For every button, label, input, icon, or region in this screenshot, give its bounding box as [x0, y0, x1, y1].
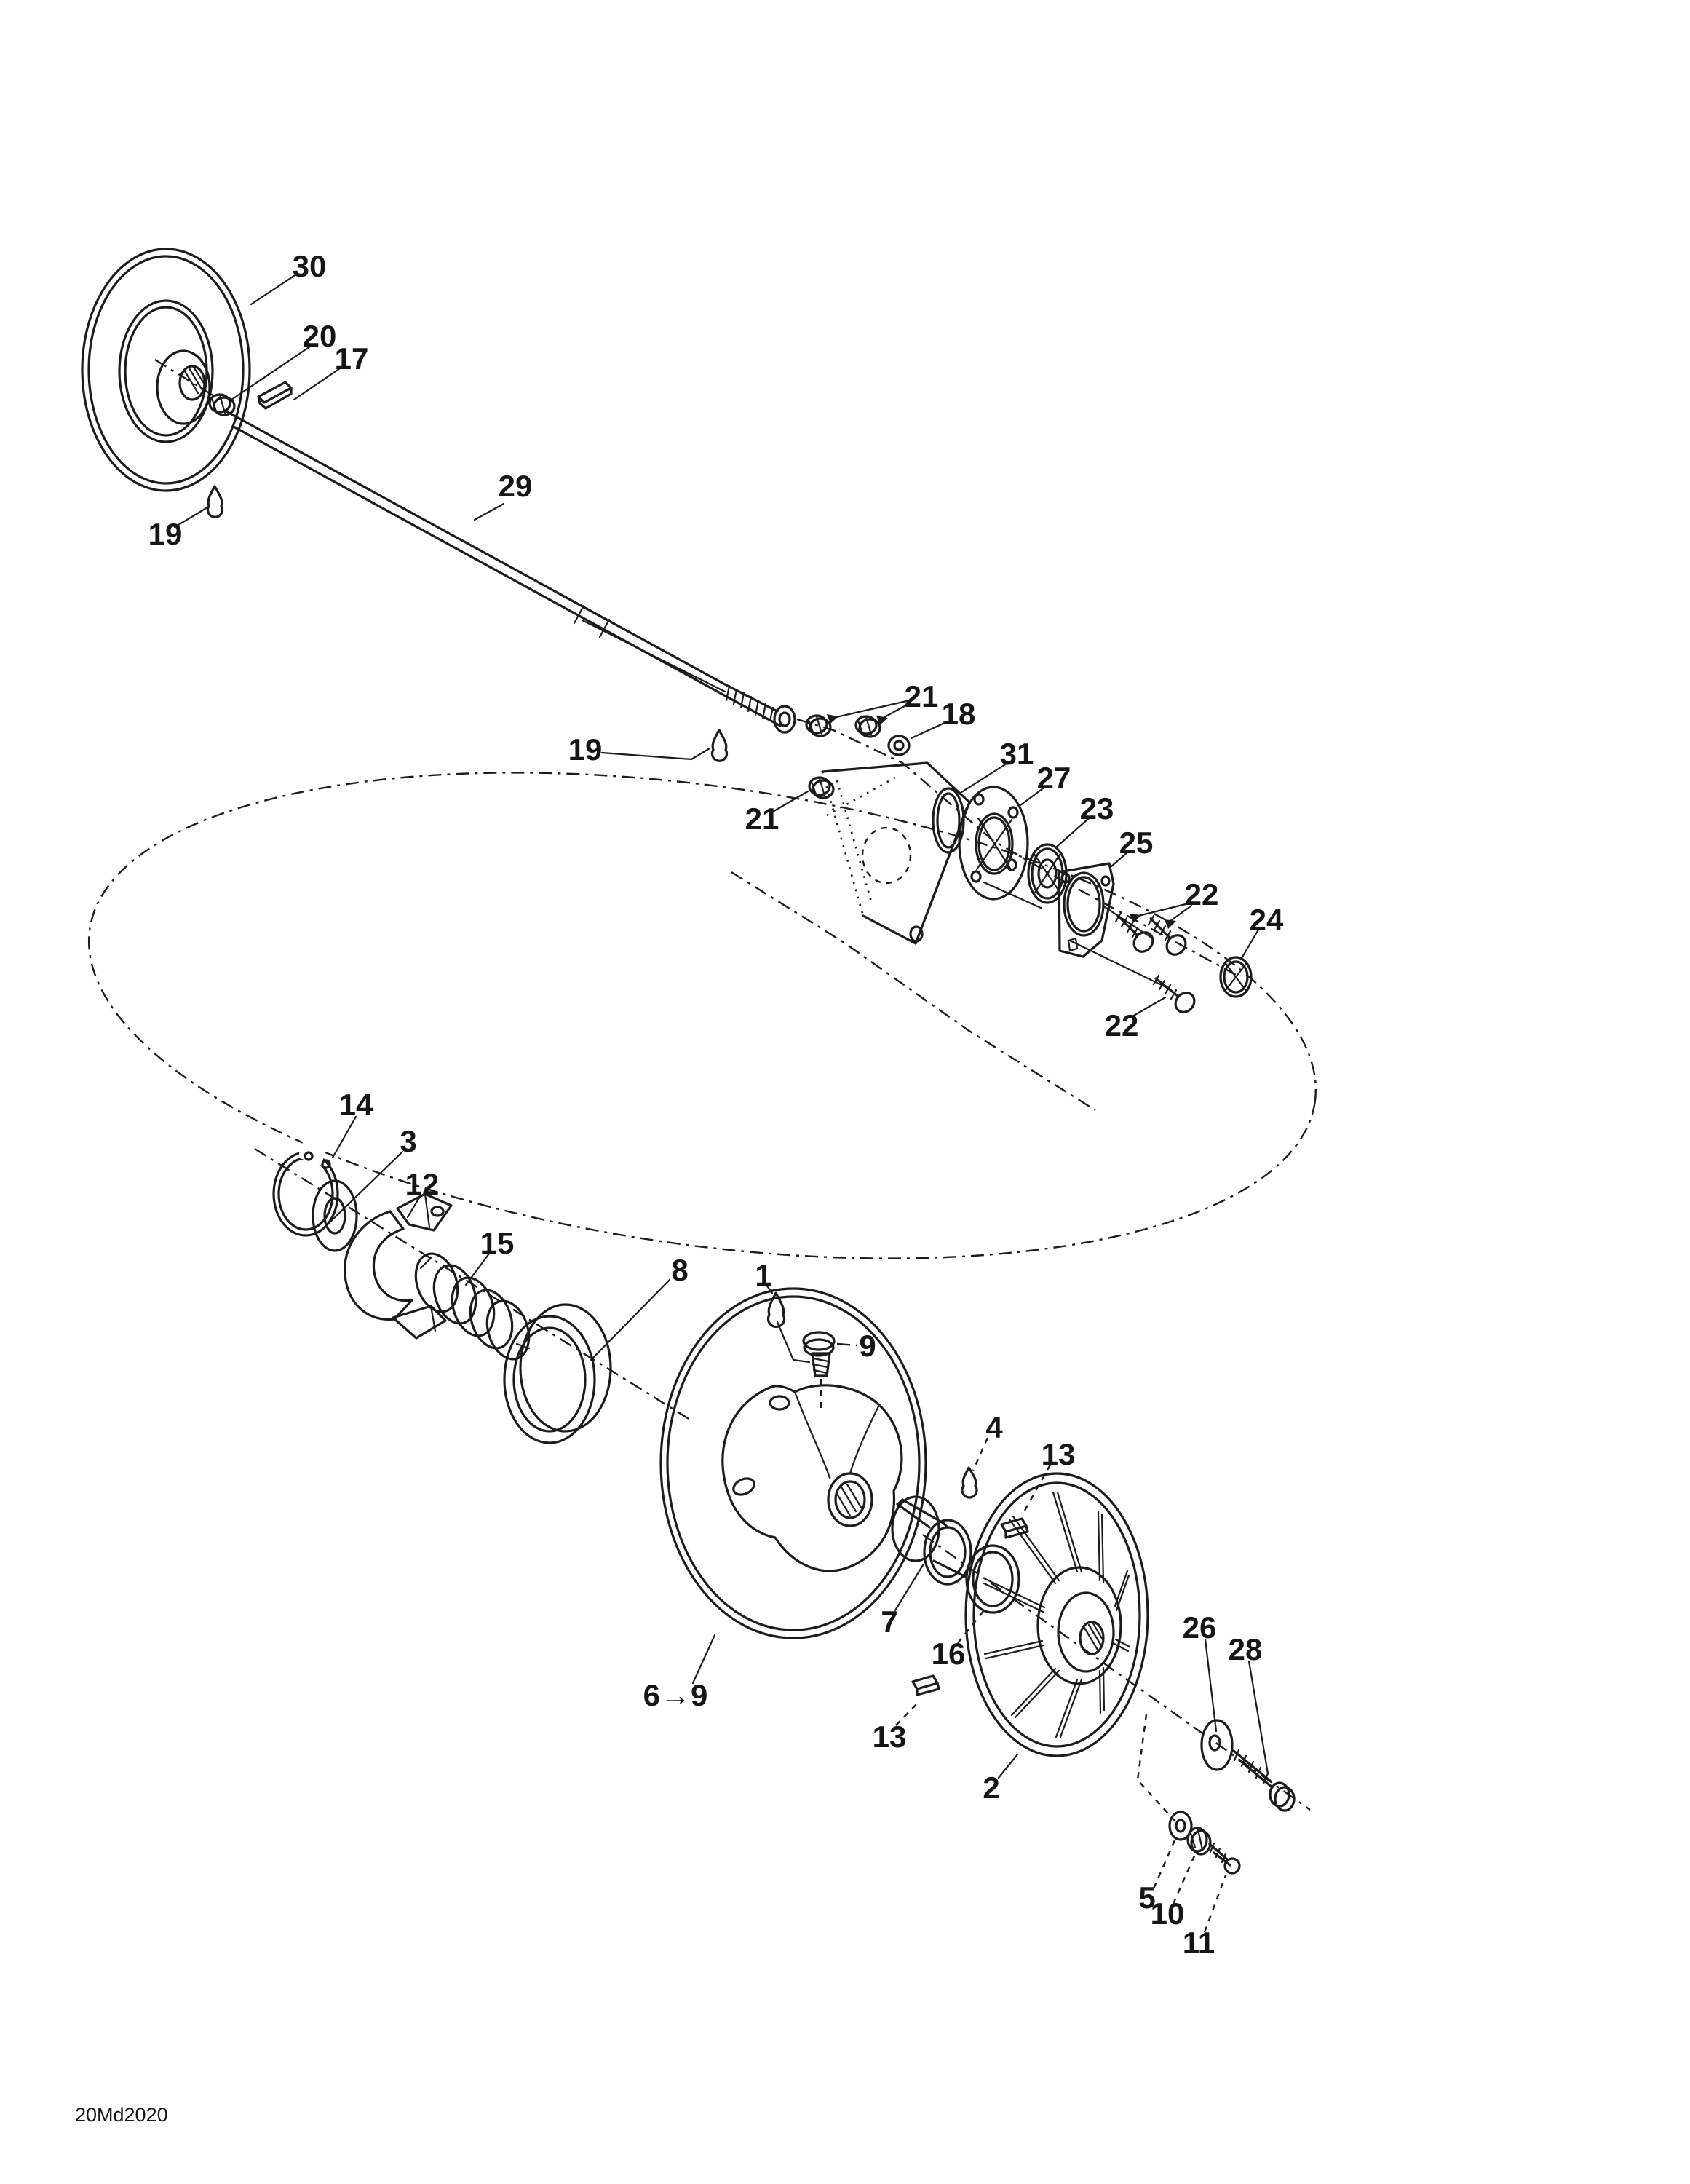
- part-25-retainer-plate: [1058, 862, 1115, 958]
- callout-30: 30: [293, 249, 327, 283]
- part-22-screw-b: [1147, 914, 1187, 956]
- part-30-pulley-half: [81, 248, 251, 492]
- callout-19a: 19: [148, 517, 183, 551]
- callout-8: 8: [671, 1253, 688, 1287]
- callout-21b: 21: [745, 802, 779, 836]
- callout-16: 16: [932, 1637, 966, 1671]
- callout-11: 11: [1183, 1926, 1215, 1960]
- part-8-bushing: [503, 1303, 612, 1444]
- part-9-screw: [802, 1331, 836, 1409]
- callout-13a: 13: [1042, 1437, 1076, 1471]
- callout-28: 28: [1229, 1632, 1263, 1666]
- part-14-snap-ring: [272, 1141, 339, 1237]
- callout-21a: 21: [905, 679, 939, 713]
- callout-22b: 22: [1105, 1008, 1139, 1042]
- document-code: 20Md2020: [75, 2104, 168, 2126]
- part-17-key: [257, 381, 293, 410]
- part-4-lubricant-drop: [961, 1466, 978, 1499]
- part-24-cap: [1219, 956, 1253, 998]
- callout-12: 12: [405, 1167, 440, 1201]
- part-22-screw-c: [1152, 974, 1196, 1013]
- callout-19b: 19: [568, 732, 603, 767]
- part-20-nut: [208, 393, 236, 416]
- callout-20: 20: [303, 319, 337, 353]
- callout-labels: 30 20 17 19 29 19 21 18 21 31 27 23 25 2…: [148, 249, 1284, 1960]
- part-10-nut: [1186, 1827, 1212, 1856]
- part-29-shaft: [223, 409, 796, 734]
- part-18-washer: [887, 735, 911, 756]
- part-11-screw: [1208, 1842, 1241, 1875]
- callout-13b: 13: [873, 1720, 907, 1754]
- callout-5: 5: [1138, 1880, 1155, 1915]
- part-15-spring: [414, 1252, 531, 1361]
- belt-outline: [87, 772, 1317, 1259]
- part-13-key-lower: [911, 1674, 940, 1696]
- callout-27: 27: [1037, 761, 1071, 795]
- leader-lines: [173, 273, 1269, 1933]
- part-22-screw-a: [1114, 911, 1154, 953]
- callout-14: 14: [339, 1088, 373, 1122]
- part-3-washer: [312, 1179, 358, 1252]
- callout-31: 31: [1000, 737, 1034, 771]
- part-26-washer: [1200, 1719, 1234, 1771]
- callout-24: 24: [1250, 903, 1284, 937]
- callout-22a: 22: [1185, 877, 1219, 911]
- part-21-nut-c: [808, 776, 835, 799]
- part-7-sleeve: [891, 1495, 972, 1586]
- callout-6-to-9: 6→9: [643, 1678, 708, 1712]
- callout-2: 2: [983, 1770, 999, 1805]
- callout-3: 3: [400, 1124, 416, 1158]
- callout-26: 26: [1183, 1610, 1217, 1645]
- part-23-bearing: [1027, 843, 1068, 904]
- callout-18: 18: [942, 697, 976, 731]
- part-16-ring: [965, 1544, 1020, 1614]
- part-28-bolt: [1232, 1749, 1296, 1812]
- part-1-lubricant-drop: [766, 1291, 811, 1364]
- callout-29: 29: [499, 469, 533, 503]
- part-19-pin-top: [206, 485, 224, 518]
- callout-1: 1: [755, 1258, 771, 1292]
- callout-7: 7: [881, 1605, 897, 1639]
- center-axis-lines: [154, 358, 1311, 1822]
- callout-25: 25: [1119, 826, 1154, 860]
- part-31-ring: [932, 787, 965, 854]
- callout-17: 17: [335, 341, 369, 376]
- part-6-sliding-half-disc: [659, 1287, 927, 1639]
- part-5-washer: [1168, 1811, 1193, 1841]
- part-13-key-upper: [1000, 1517, 1029, 1539]
- part-27-flange: [958, 786, 1029, 901]
- callout-10: 10: [1151, 1896, 1185, 1931]
- part-21-nut-a: [805, 714, 832, 737]
- callout-15: 15: [480, 1226, 515, 1260]
- part-2-spoked-pulley: [964, 1472, 1149, 1757]
- part-19-pin-mid: [710, 729, 729, 762]
- callout-4: 4: [985, 1410, 1003, 1444]
- callout-23: 23: [1080, 791, 1114, 826]
- part-12-cam-slider: [344, 1192, 453, 1340]
- part-21-nut-b: [854, 715, 881, 738]
- callout-9: 9: [859, 1329, 876, 1363]
